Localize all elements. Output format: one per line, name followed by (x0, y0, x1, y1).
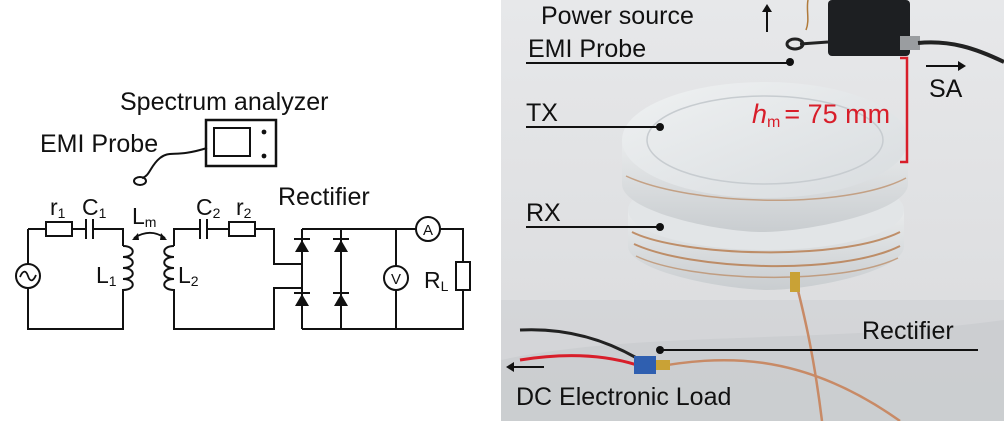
voltmeter-label: V (391, 271, 401, 288)
lm-coupling-arrow (133, 231, 166, 239)
schematic-labels: Spectrum analyzer EMI Probe Rectifier r1… (40, 88, 449, 294)
rectifier-photo-label: Rectifier (862, 317, 954, 345)
l2-coil-icon (163, 245, 175, 296)
rectifier-board (634, 356, 656, 374)
c1-label: C1 (82, 194, 107, 221)
ammeter-label: A (423, 222, 433, 239)
emi-probe-cable (141, 147, 208, 179)
spectrum-analyzer-label: Spectrum analyzer (120, 88, 328, 116)
r2-label: r2 (236, 194, 252, 221)
tx-label: TX (526, 99, 558, 127)
rl-resistor (455, 261, 471, 291)
power-source-box (828, 0, 910, 56)
lm-label: Lm (132, 203, 156, 230)
hm-bracket (900, 56, 909, 164)
l1-coil-icon (122, 245, 134, 296)
dc-load-label: DC Electronic Load (516, 383, 731, 411)
rectifier-label: Rectifier (278, 183, 370, 211)
l1-label: L1 (96, 262, 117, 289)
photo-annotations: Power source EMI Probe SA TX hm= 75 mm R… (506, 2, 978, 411)
rx-label: RX (526, 199, 561, 227)
emi-probe-label: EMI Probe (40, 130, 158, 158)
r1-label: r1 (50, 194, 66, 221)
sa-label: SA (929, 75, 963, 103)
secondary-circuit (163, 219, 302, 330)
rectifier-bridge (294, 228, 396, 330)
power-source-label: Power source (541, 2, 694, 30)
spectrum-analyzer-icon (204, 118, 278, 168)
l2-label: L2 (178, 262, 199, 289)
voltmeter-icon (383, 265, 409, 291)
emi-probe-photo-label: EMI Probe (528, 35, 646, 63)
hm-label: hm= 75 mm (752, 99, 890, 131)
primary-circuit (15, 219, 134, 330)
r1-resistor (45, 221, 73, 237)
rl-label: RL (424, 267, 449, 294)
output-circuit (383, 216, 471, 330)
r2-resistor (228, 221, 256, 237)
emi-probe-loop-icon (133, 176, 147, 186)
c2-label: C2 (196, 194, 221, 221)
circuit-schematic (15, 118, 471, 330)
